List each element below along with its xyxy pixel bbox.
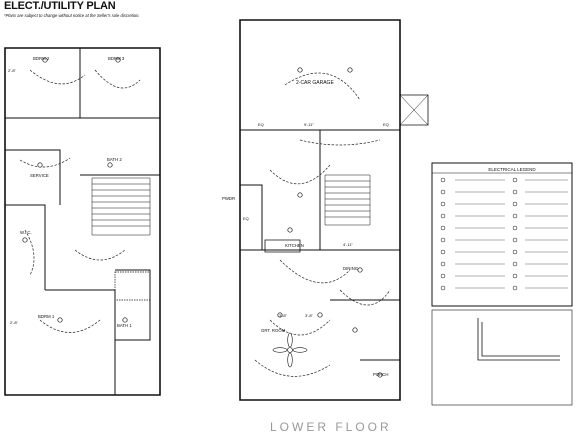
room-label-dining: DINING xyxy=(343,266,359,271)
room-label-bdrm2: BDRM 2 xyxy=(33,56,50,61)
dimension-label: 2'-8" xyxy=(8,68,16,73)
room-label-bdrm3: BDRM 3 xyxy=(108,56,125,61)
room-label-bath2: BATH 2 xyxy=(107,157,122,162)
room-label-service: SERVICE xyxy=(30,173,49,178)
plan-title: ELECT./UTILITY PLAN xyxy=(4,0,116,12)
dimension-label: EQ xyxy=(383,122,389,127)
room-label-pwdr: PWDR xyxy=(222,196,236,201)
electrical-legend-title: ELECTRICAL LEGEND xyxy=(488,167,536,172)
dimension-label: 4'-11" xyxy=(343,242,353,247)
dimension-label: 9'-11" xyxy=(304,122,314,127)
plan-disclaimer: *Plans are subject to change without not… xyxy=(4,13,140,18)
floor-label: LOWER FLOOR xyxy=(270,420,392,434)
dimension-label: EQ xyxy=(258,122,264,127)
room-label-garage: 2-CAR GARAGE xyxy=(296,80,334,86)
room-label-wic: W.I.C. xyxy=(20,230,32,235)
room-label-kitchen: KITCHEN xyxy=(285,243,304,248)
room-label-porch: PORCH xyxy=(373,372,389,377)
dimension-label: 3'-8" xyxy=(279,313,287,318)
dimension-label: 2'-8" xyxy=(10,320,18,325)
dimension-label: EQ xyxy=(243,216,249,221)
room-label-great-room: GRT. ROOM xyxy=(261,328,286,333)
room-label-bdrm1: BDRM 1 xyxy=(38,314,55,319)
room-label-bath1: BATH 1 xyxy=(117,323,132,328)
dimension-label: 3'-8" xyxy=(305,313,313,318)
